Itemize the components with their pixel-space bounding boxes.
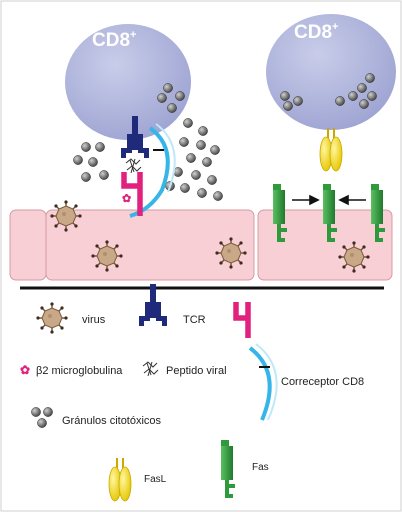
peptide-bound	[125, 158, 142, 174]
virus-icon	[337, 240, 371, 274]
virus-icon	[90, 239, 124, 273]
legend-cd8-label: Correceptor CD8	[281, 376, 364, 388]
virus-icon	[214, 236, 248, 270]
legend-virus-label: virus	[82, 314, 106, 326]
arrows	[292, 194, 366, 206]
legend-cd8-icon	[248, 346, 272, 421]
cd8-t-cell-left	[65, 24, 191, 140]
legend-fas-icon	[221, 440, 235, 498]
legend-fasl-icon	[108, 457, 132, 502]
legend-peptide-label: Peptido viral	[166, 365, 227, 377]
target-cell-small	[9, 209, 47, 281]
legend-b2m-icon: ✿	[20, 363, 30, 377]
legend-tcr-label: TCR	[183, 314, 206, 326]
fasl-on-cell	[319, 127, 343, 172]
b2m-bound-icon: ✿	[122, 193, 131, 205]
legend-fas-label: Fas	[252, 462, 269, 473]
target-cell-left	[45, 209, 255, 281]
legend-virus-icon	[35, 301, 69, 335]
legend-granules-icon	[31, 407, 53, 428]
legend-fasl-label: FasL	[144, 474, 167, 485]
legend-peptide-icon	[142, 361, 159, 377]
mhc-bound	[121, 172, 143, 216]
virus-icon	[49, 199, 83, 233]
legend-granules-label: Gránulos citotóxicos	[62, 415, 162, 427]
cd8-right-label: CD8+	[294, 21, 338, 43]
legend-tcr-icon	[139, 284, 167, 326]
legend-mhc-icon	[233, 302, 251, 338]
legend-b2m-label: β2 microglobulina	[36, 365, 123, 377]
cd8-left-label: CD8+	[92, 29, 136, 51]
